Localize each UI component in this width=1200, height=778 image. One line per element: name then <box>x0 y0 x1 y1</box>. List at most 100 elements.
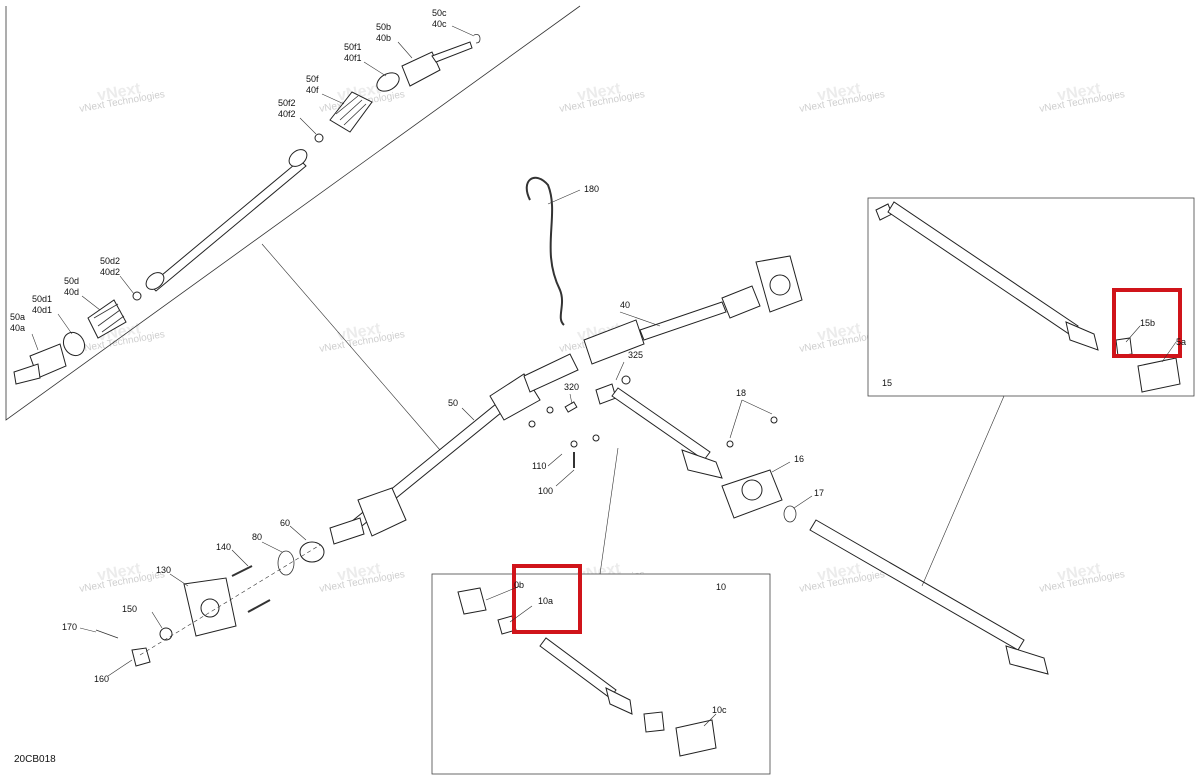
bolt-140-a <box>231 565 253 577</box>
inset-15-label: 15 <box>882 378 892 388</box>
detail-boot-50f <box>329 91 373 133</box>
callout-60: 60 <box>280 518 290 528</box>
inset-prop-shaft-15 <box>867 197 1195 587</box>
callout-leaders <box>31 25 1177 727</box>
detail-long-shaft <box>149 159 307 292</box>
nut-160 <box>131 647 151 667</box>
inset-yoke-10-end <box>605 687 633 715</box>
washer-110-d <box>592 434 600 442</box>
washer-110-c <box>570 440 578 448</box>
shaft-40 <box>639 301 727 341</box>
callout-40d1: 40d1 <box>32 305 52 315</box>
detail-spline-50b <box>431 41 473 63</box>
prop-shaft-15 <box>809 519 1025 651</box>
callout-10c: 10c <box>712 705 727 715</box>
cable-180 <box>525 176 565 326</box>
callout-50f1: 50f1 <box>344 42 362 52</box>
cv-50-inner <box>523 353 579 393</box>
callout-50c: 50c <box>432 8 447 18</box>
boot-50-outer <box>357 487 407 537</box>
callout-50d1: 50d1 <box>32 294 52 304</box>
bolt-325 <box>621 375 631 385</box>
callout-180: 180 <box>584 184 599 194</box>
hub-40-center <box>769 274 791 296</box>
detail-joint-lower <box>145 272 165 290</box>
callout-15a: 5a <box>1176 337 1186 347</box>
callout-40: 40 <box>620 300 630 310</box>
detail-tripod-joint <box>288 149 308 167</box>
callout-50a: 50a <box>10 312 25 322</box>
boot-40-outer <box>721 285 761 319</box>
callout-50: 50 <box>448 398 458 408</box>
callout-40c: 40c <box>432 19 447 29</box>
detail-circlip-50c <box>473 34 481 44</box>
detail-shaft-parts <box>13 34 481 385</box>
detail-housing-50b <box>401 51 441 87</box>
inset-yoke-15 <box>1065 321 1099 351</box>
callout-40a: 40a <box>10 323 25 333</box>
callout-16: 16 <box>794 454 804 464</box>
inset-yoke-15a <box>1137 357 1181 393</box>
detail-clamp-50f2 <box>314 133 324 143</box>
bolt-320 <box>564 401 578 413</box>
callout-140: 140 <box>216 542 231 552</box>
callout-50f2: 50f2 <box>278 98 296 108</box>
bolt-18-b <box>770 416 778 424</box>
washer-150 <box>159 627 173 641</box>
ring-17 <box>783 505 797 523</box>
callout-80: 80 <box>252 532 262 542</box>
detail-ring-50d1 <box>62 331 86 357</box>
detail-frame-border <box>5 5 581 421</box>
hub-130-center <box>200 598 220 618</box>
cotter-pin-170 <box>95 629 119 639</box>
diagram-code: 20CB018 <box>14 754 56 765</box>
detail-boot-50f-ribs <box>335 95 367 126</box>
inset-cross-10 <box>643 711 665 733</box>
callout-40f: 40f <box>306 85 319 95</box>
shaft-detail-frame <box>5 5 581 451</box>
callout-18: 18 <box>736 388 746 398</box>
inset-shaft-10 <box>539 637 617 699</box>
callout-15b: 15b <box>1140 318 1155 328</box>
washer-110-b <box>528 420 536 428</box>
callout-labels: 50c 40c 50b 40b 50f1 40f1 50f 40f 50f2 4… <box>10 8 1186 765</box>
callout-17: 17 <box>814 488 824 498</box>
detail-stub-50a <box>13 363 41 385</box>
callout-100: 100 <box>538 486 553 496</box>
callout-40d2: 40d2 <box>100 267 120 277</box>
callout-40d: 40d <box>64 287 79 297</box>
inset-cross-15b <box>1115 337 1133 357</box>
callout-150: 150 <box>122 604 137 614</box>
callout-170: 170 <box>62 622 77 632</box>
inset-shaft-15 <box>887 201 1079 337</box>
inset-15-leader <box>921 395 1005 587</box>
bearing-60 <box>299 541 325 563</box>
inset-yoke-10b <box>457 587 487 615</box>
callout-320: 320 <box>564 382 579 392</box>
yoke-15-rear <box>1005 645 1049 675</box>
callout-130: 130 <box>156 565 171 575</box>
detail-leader-line <box>261 243 441 451</box>
washer-110-a <box>546 406 554 414</box>
callout-325: 325 <box>628 350 643 360</box>
ring-80 <box>277 550 295 576</box>
bolt-140-b <box>247 599 271 613</box>
carrier-bearing-16-center <box>741 479 763 501</box>
inset-10-label: 10 <box>716 582 726 592</box>
callout-10a: 10a <box>538 596 553 606</box>
detail-clamp-50d2 <box>132 291 142 301</box>
callout-50f: 50f <box>306 74 319 84</box>
callout-10b: 0b <box>514 580 524 590</box>
assembly-axis-line <box>139 544 321 656</box>
highlight-box-10a <box>512 564 582 634</box>
callout-40f2: 40f2 <box>278 109 296 119</box>
inset-10-leader <box>599 447 619 575</box>
callout-110: 110 <box>532 461 546 471</box>
callout-50d: 50d <box>64 276 79 286</box>
